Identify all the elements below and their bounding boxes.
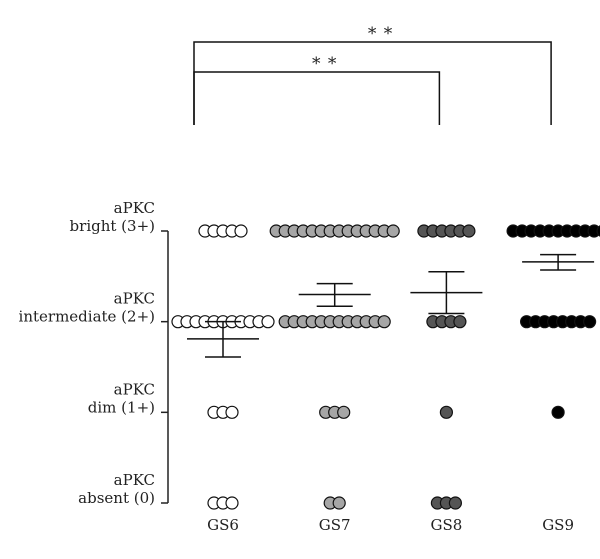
data-point [234, 224, 248, 238]
error-bar [410, 271, 483, 315]
y-tick-label-line: intermediate (2+) [19, 308, 155, 326]
significance-bracket [193, 41, 552, 125]
y-tick-label-line: dim (1+) [88, 398, 155, 416]
data-point [261, 315, 275, 329]
x-tick-label: GS7 [319, 516, 351, 534]
data-point [587, 224, 600, 238]
y-tick-label-line: aPKC [114, 199, 155, 217]
y-tick-label-line: bright (3+) [70, 217, 155, 235]
significance-label: * * [368, 24, 393, 44]
data-point [386, 224, 400, 238]
y-ticks [161, 230, 168, 504]
x-tick-label: GS6 [207, 516, 239, 534]
x-tick-label: GS9 [542, 516, 574, 534]
data-point [551, 405, 565, 419]
data-point [582, 315, 597, 329]
data-point [439, 405, 453, 419]
error-bars [187, 253, 595, 358]
x-tick-labels: GS6 GS7 GS8 GS9 [207, 516, 574, 534]
data-point [337, 405, 351, 419]
y-tick-label-line: aPKC [114, 290, 155, 308]
data-point [332, 496, 346, 510]
significance-brackets: * * * * [193, 24, 552, 125]
error-bar [187, 320, 259, 358]
data-point [596, 225, 600, 237]
y-tick-label-line: aPKC [114, 471, 155, 489]
data-point [453, 315, 467, 329]
data-point [448, 496, 462, 510]
x-tick-label: GS8 [430, 516, 462, 534]
data-points [171, 224, 600, 510]
significance-bracket [193, 71, 441, 125]
data-point [462, 224, 476, 238]
y-tick-label-line: absent (0) [78, 489, 155, 507]
significance-label: * * [312, 54, 337, 74]
data-point [225, 405, 239, 419]
data-point [377, 315, 391, 329]
y-tick-label-line: aPKC [114, 380, 155, 398]
error-bar [522, 253, 595, 271]
error-bar [298, 282, 371, 308]
data-point [225, 496, 239, 510]
